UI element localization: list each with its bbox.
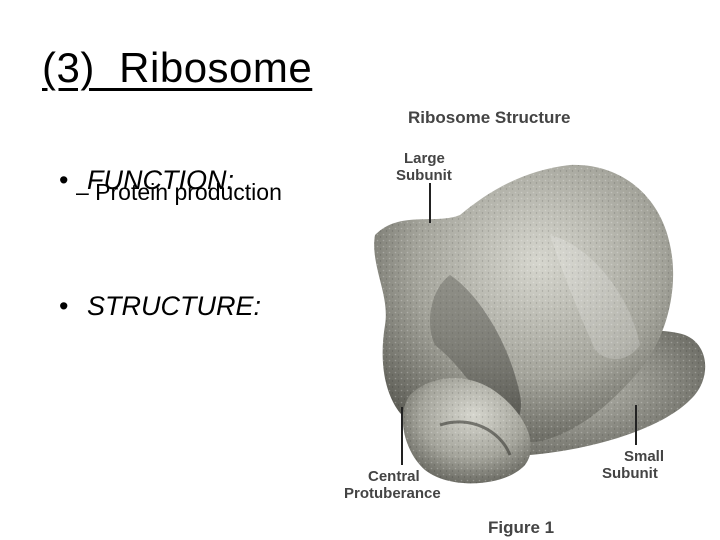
ribosome-figure: Ribosome Structure Large Subunit Small S…	[340, 95, 720, 540]
figure-title: Ribosome Structure	[408, 108, 570, 127]
bullet-structure: • STRUCTURE:	[44, 260, 261, 322]
label-small-2: Subunit	[602, 465, 658, 482]
label-large-2: Subunit	[396, 167, 452, 184]
label-small-1: Small	[624, 448, 664, 465]
bullet-dot: •	[59, 291, 69, 321]
label-central-1: Central	[368, 468, 420, 485]
bullet-dot: •	[59, 165, 69, 195]
bullet-function: • FUNCTION:	[44, 134, 234, 196]
figure-caption: Figure 1	[488, 518, 554, 537]
bullet-structure-label: STRUCTURE:	[87, 291, 262, 321]
sub-bullet-protein: – Protein production	[76, 179, 282, 205]
label-central-2: Protuberance	[344, 485, 441, 502]
slide-title: (3) Ribosome	[42, 44, 313, 91]
ribosome-illustration: Ribosome Structure Large Subunit Small S…	[344, 108, 706, 537]
label-large-1: Large	[404, 150, 445, 167]
bullet-function-label: FUNCTION:	[87, 165, 234, 195]
